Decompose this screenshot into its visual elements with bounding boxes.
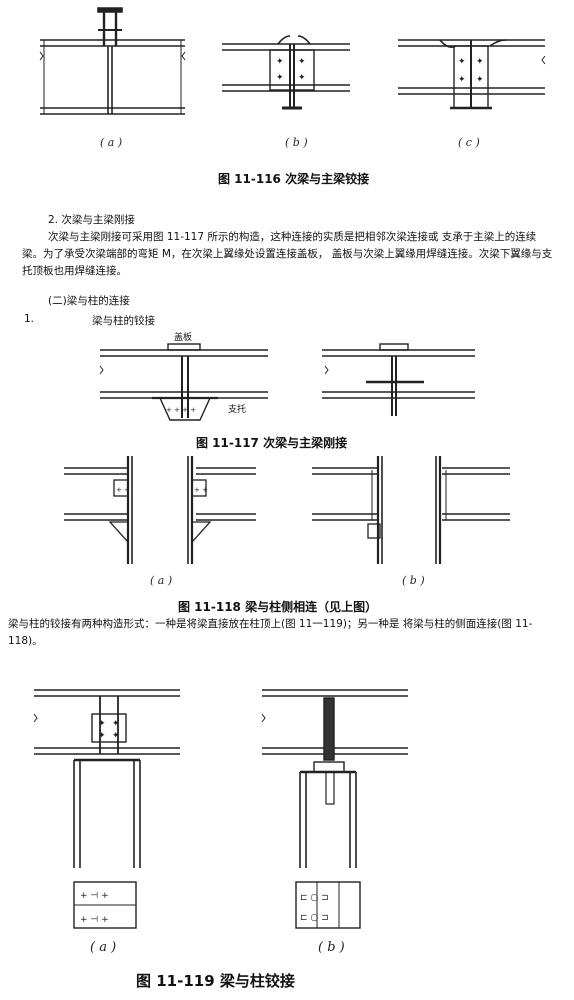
figure-11-118: + + + + ( a ) ( b ) 图 11-118 梁与柱侧相连（见上图）: [0, 452, 574, 614]
svg-text:+ ⊣ +: + ⊣ +: [80, 915, 109, 925]
svg-text:✦: ✦: [98, 731, 106, 741]
figure-11-118-drawing: + + + +: [64, 456, 510, 564]
item-number: 1.: [24, 313, 35, 325]
paragraph-118: 梁与柱的铰接有两种构造形式：一种是将梁直接放在柱顶上(图 11一119)；另一种…: [8, 618, 533, 647]
item-text: 梁与柱的铰接: [92, 315, 155, 327]
figure-11-117: + + + + 盖板 支托 图 11-117 次梁与主梁刚接: [0, 330, 574, 450]
fig116-caption: 图 11-116 次梁与主梁铰接: [218, 172, 370, 186]
fig119-sub-b: ( b ): [318, 940, 345, 955]
section-beam-column-heading: (二)梁与柱的连接: [48, 295, 130, 307]
figure-11-117-drawing: + + + +: [99, 343, 475, 421]
svg-text:+ ⊣ +: + ⊣ +: [80, 891, 109, 901]
svg-text:+ + + +: + + + +: [166, 406, 196, 414]
fig116-sub-b: ( b ): [285, 136, 308, 149]
fig116-sub-a: ( a ): [100, 136, 123, 149]
svg-text:⊏ ○ ⊐: ⊏ ○ ⊐: [300, 913, 329, 923]
svg-text:✦: ✦: [276, 57, 284, 67]
fig118-sub-a: ( a ): [150, 574, 173, 587]
fig118-sub-b: ( b ): [402, 574, 425, 587]
fig119-caption: 图 11-119 梁与柱铰接: [136, 972, 295, 990]
figure-11-116: ✦ ✦ ✦ ✦ ✦ ✦ ✦ ✦ ( a ) ( b ) ( c ) 图 11-116 次…: [0, 0, 574, 186]
svg-text:+ +: + +: [116, 486, 130, 494]
fig117-caption: 图 11-117 次梁与主梁刚接: [196, 436, 348, 450]
figure-11-119: ✦✦ ✦✦ + ⊣ ++ ⊣ + ⊏ ○ ⊐⊏ ○ ⊐ ( a ) ( b ) …: [0, 676, 574, 990]
fig116-sub-c: ( c ): [458, 136, 480, 149]
svg-text:✦: ✦: [458, 75, 466, 85]
figure-11-116-drawing: ✦ ✦ ✦ ✦ ✦ ✦ ✦ ✦: [39, 7, 546, 115]
section2-paragraph: 次梁与主梁刚接可采用图 11-117 所示的构造，这种连接的实质是把相邻次梁连接…: [22, 231, 553, 277]
svg-text:✦: ✦: [112, 719, 120, 729]
figure-11-119-drawing: ✦ ✦ ✦ ✦ + ⊣ + + ⊣ + ⊏ ○ ⊐ ⊏ ○ ⊐: [33, 689, 408, 929]
svg-text:✦: ✦: [112, 731, 120, 741]
svg-text:✦: ✦: [458, 57, 466, 67]
fig118-caption: 图 11-118 梁与柱侧相连（见上图）: [178, 600, 378, 614]
fig119-sub-a: ( a ): [90, 940, 117, 955]
svg-text:+ +: + +: [194, 486, 208, 494]
section2-heading: 2. 次梁与主梁刚接: [48, 214, 135, 226]
svg-text:✦: ✦: [476, 57, 484, 67]
svg-text:✦: ✦: [98, 719, 106, 729]
svg-text:✦: ✦: [298, 57, 306, 67]
svg-text:✦: ✦: [276, 73, 284, 83]
label-cover-plate: 盖板: [174, 333, 193, 343]
svg-text:✦: ✦: [298, 73, 306, 83]
label-bracket: 支托: [228, 405, 247, 415]
svg-text:⊏ ○ ⊐: ⊏ ○ ⊐: [300, 893, 329, 903]
svg-text:✦: ✦: [476, 75, 484, 85]
